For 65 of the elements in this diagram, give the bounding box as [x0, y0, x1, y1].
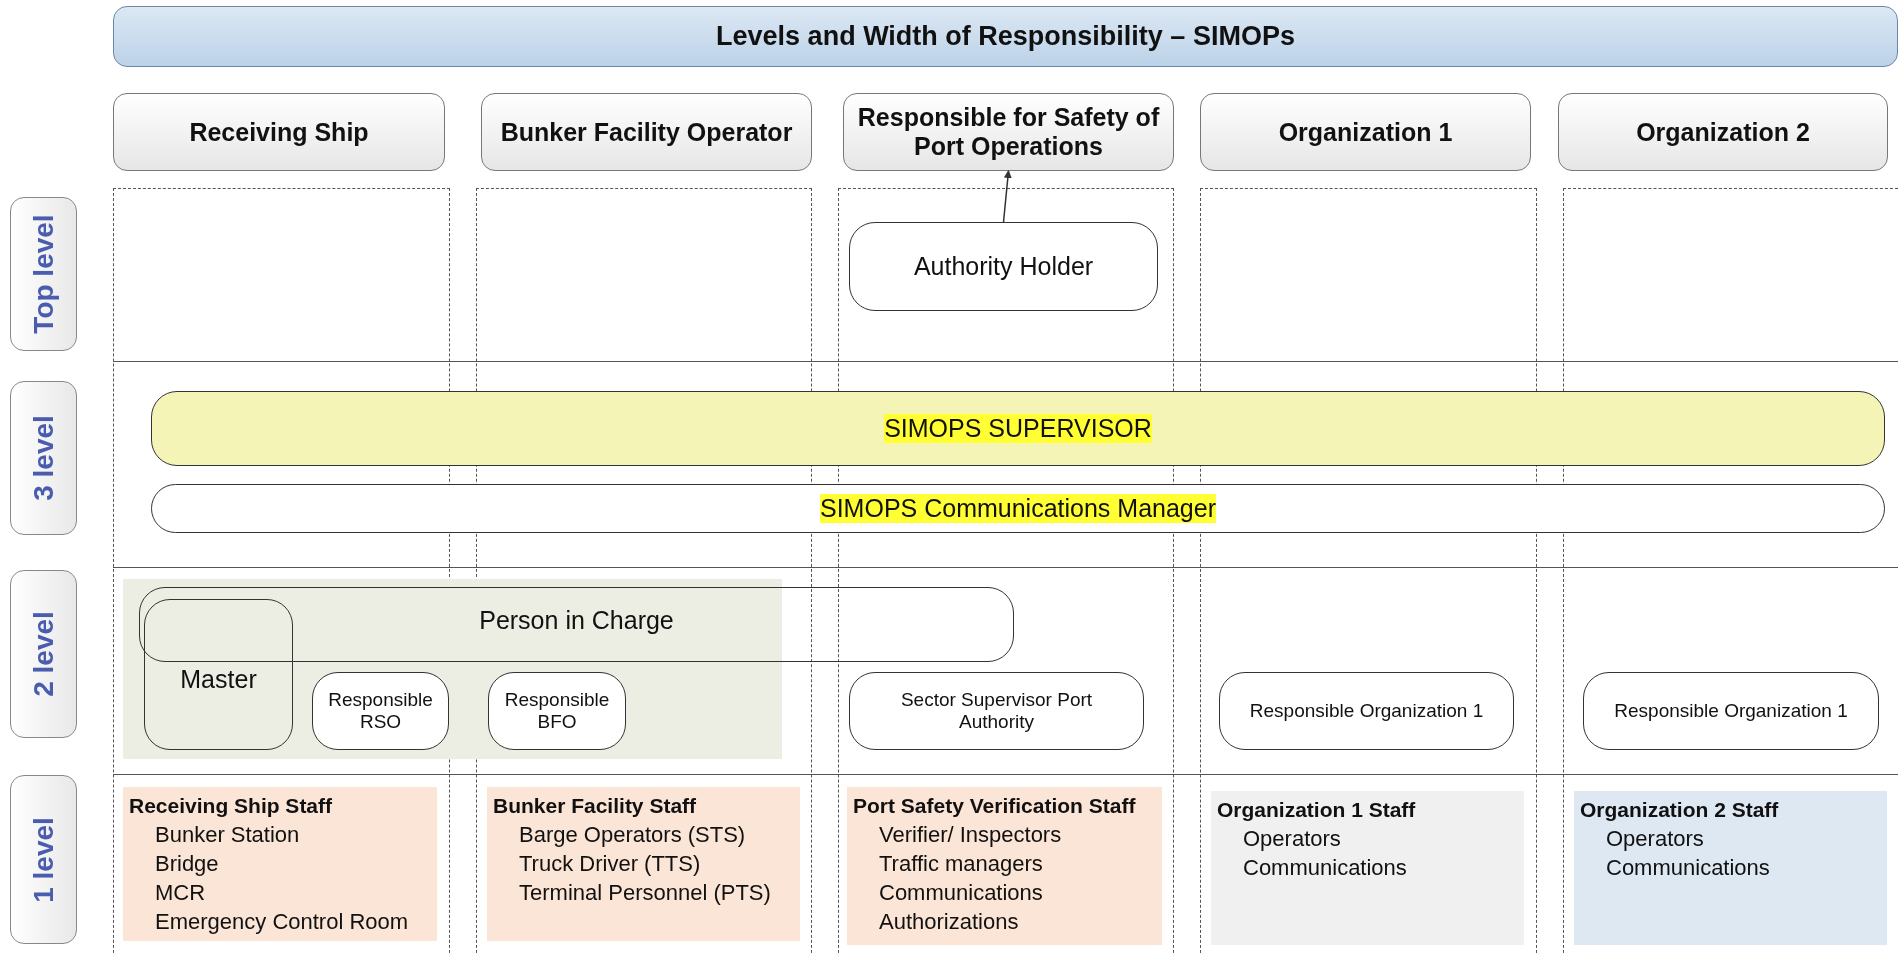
staff-heading: Port Safety Verification Staff	[853, 793, 1136, 819]
staff-item: Communications	[878, 879, 1043, 907]
level-label: 3 level	[27, 415, 60, 501]
header-box	[843, 93, 1174, 171]
staff-item: Operators	[1605, 825, 1704, 853]
staff-item: Verifier/ Inspectors	[878, 821, 1062, 849]
role-text: Responsible Organization 1	[1614, 700, 1848, 722]
role-box	[1219, 672, 1514, 750]
staff-item: Operators	[1242, 825, 1341, 853]
staff-item: MCR	[154, 879, 206, 907]
role-box	[1583, 672, 1879, 750]
role-text: Master	[180, 665, 257, 694]
role-text: Authority Holder	[913, 252, 1094, 281]
header-box	[481, 93, 812, 171]
header-box	[113, 93, 445, 171]
staff-heading: Receiving Ship Staff	[129, 793, 333, 819]
staff-item: Truck Driver (TTS)	[518, 850, 701, 878]
role-box	[139, 587, 1014, 662]
staff-item: Traffic managers	[878, 850, 1043, 878]
level-tab	[10, 775, 77, 944]
header-box	[1558, 93, 1888, 171]
role-box	[849, 672, 1144, 750]
role-text: SIMOPS Communications Manager	[820, 494, 1216, 523]
role-text: Responsible BFO	[504, 689, 610, 733]
header-text: Organization 1	[1278, 117, 1453, 147]
role-box	[849, 222, 1158, 311]
staff-item: Bunker Station	[154, 821, 300, 849]
staff-item: Communications	[1605, 854, 1770, 882]
header-text: Bunker Facility Operator	[500, 117, 793, 147]
role-text: Responsible RSO	[328, 689, 433, 733]
staff-panel	[847, 787, 1162, 945]
header-text: Responsible for Safety of Port Operations	[856, 103, 1161, 161]
staff-item: Emergency Control Room	[154, 908, 409, 936]
role-band	[151, 484, 1885, 533]
role-box	[312, 672, 449, 750]
staff-panel	[487, 787, 800, 941]
shaded-area	[123, 579, 782, 759]
staff-heading: Organization 2 Staff	[1580, 797, 1779, 823]
staff-item: Terminal Personnel (PTS)	[518, 879, 771, 907]
header-text: Organization 2	[1636, 117, 1810, 147]
level-tab	[10, 570, 77, 738]
role-text: Sector Supervisor Port Authority	[899, 689, 1094, 733]
role-text: SIMOPS SUPERVISOR	[884, 414, 1152, 443]
role-text: Person in Charge	[479, 606, 674, 635]
role-band	[151, 391, 1885, 466]
staff-panel	[123, 787, 437, 941]
header-text: Receiving Ship	[189, 117, 369, 147]
staff-item: Authorizations	[878, 908, 1019, 936]
staff-item: Barge Operators (STS)	[518, 821, 746, 849]
staff-item: Bridge	[154, 850, 219, 878]
role-box	[144, 599, 293, 750]
level-tab	[10, 197, 77, 351]
role-text: Responsible Organization 1	[1249, 700, 1484, 722]
level-label: Top level	[27, 214, 60, 334]
header-box	[1200, 93, 1531, 171]
arrow	[1002, 170, 1012, 223]
staff-heading: Bunker Facility Staff	[493, 793, 697, 819]
role-box	[488, 672, 626, 750]
staff-panel	[1574, 791, 1887, 945]
staff-heading: Organization 1 Staff	[1217, 797, 1416, 823]
level-label: 2 level	[27, 611, 60, 697]
staff-item: Communications	[1242, 854, 1407, 882]
level-tab	[10, 381, 77, 535]
diagram-title: Levels and Width of Responsibility – SIMOPs	[716, 21, 1295, 52]
level-label: 1 level	[27, 816, 60, 903]
